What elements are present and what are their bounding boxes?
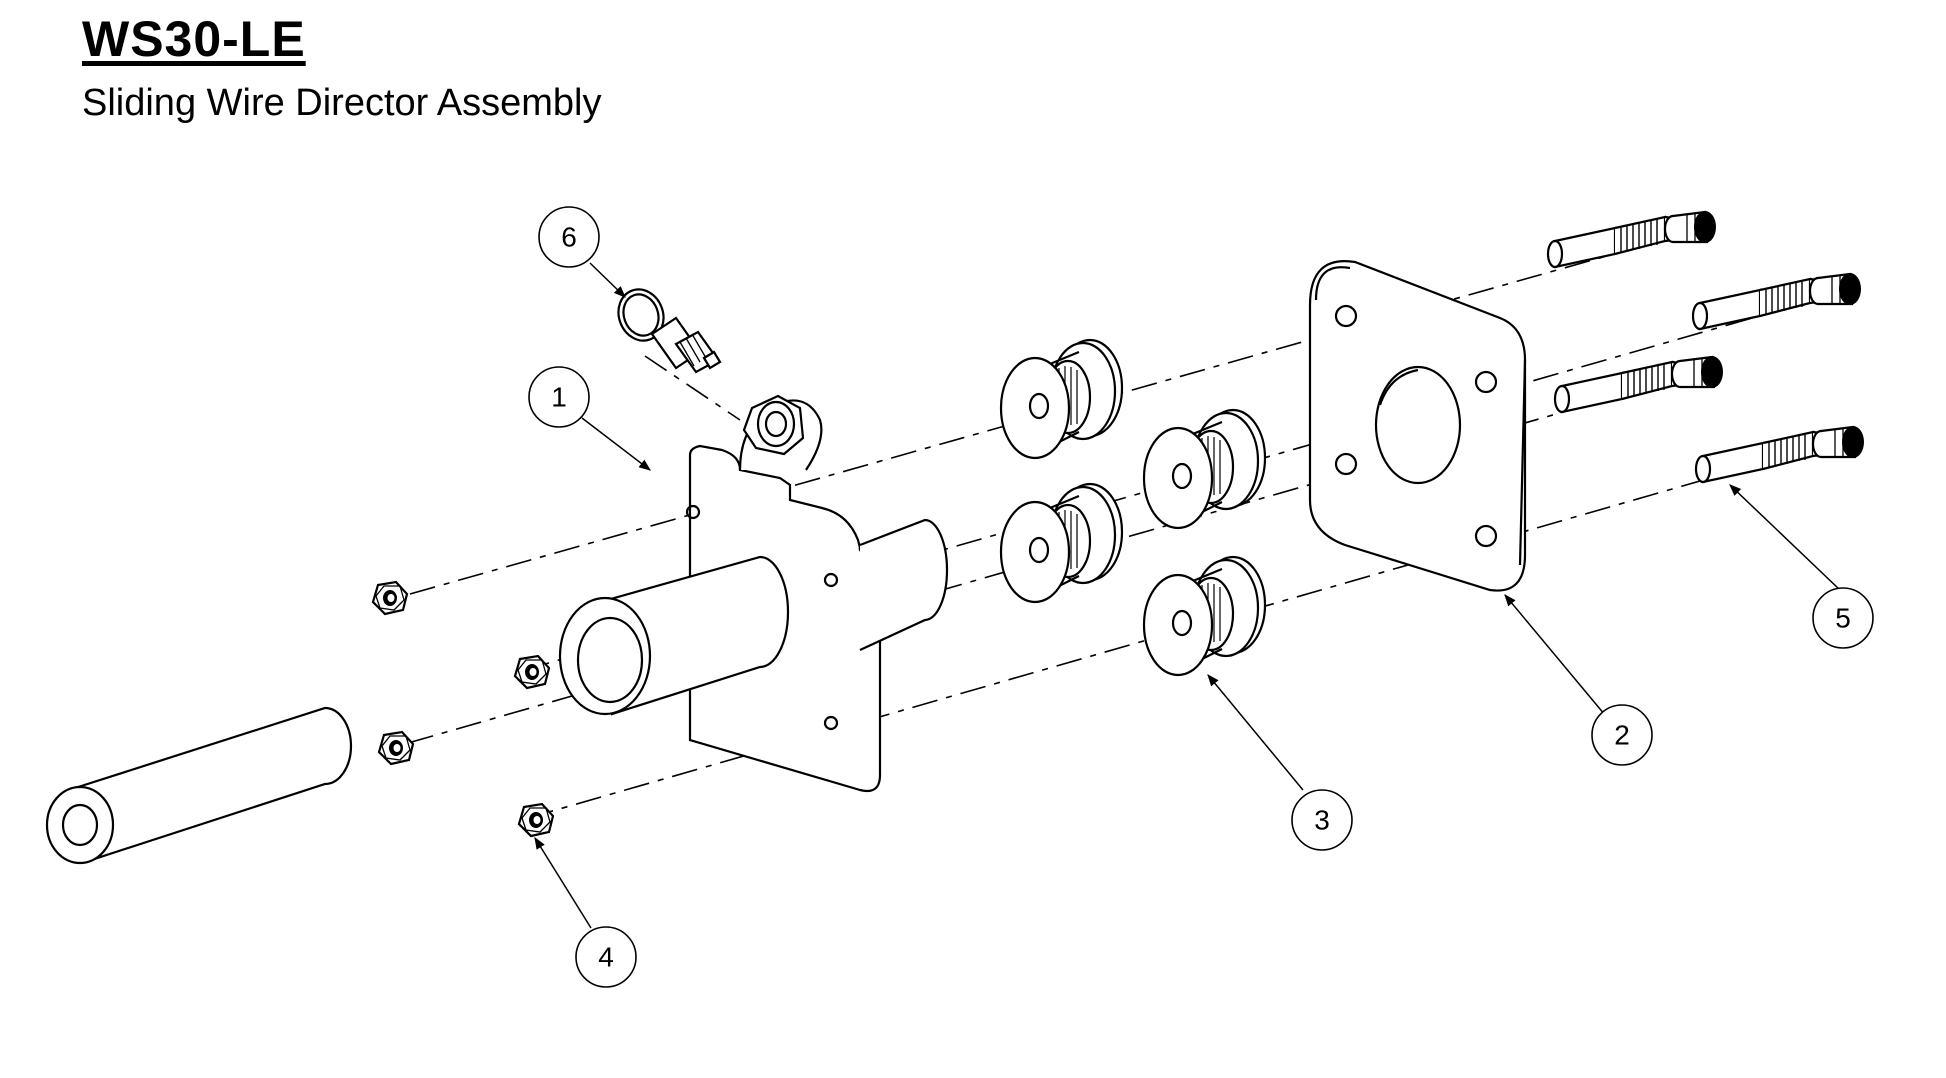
callout-6: 6 (538, 206, 600, 268)
bracket (558, 394, 949, 793)
callout-6-label: 6 (561, 222, 577, 253)
shoulder-bolt-1 (1546, 209, 1718, 269)
spacer-tube (45, 706, 353, 865)
drawing-title: WS30-LE (82, 11, 306, 67)
callout-3: 3 (1291, 789, 1353, 851)
hex-nut-4 (517, 802, 555, 838)
shoulder-bolt-3 (1553, 354, 1725, 414)
callout-3-label: 3 (1314, 805, 1330, 836)
hex-nut-3 (377, 730, 415, 766)
guide-roller-3 (1142, 408, 1267, 530)
ring-pull-plunger (617, 288, 722, 374)
callout-5-label: 5 (1835, 603, 1851, 634)
callout-4: 4 (575, 926, 637, 988)
guide-roller-1 (999, 338, 1124, 460)
drawing-subtitle: Sliding Wire Director Assembly (82, 82, 602, 124)
callout-1: 1 (528, 366, 590, 428)
guide-roller-4 (1142, 555, 1267, 677)
hex-nut-2 (513, 654, 551, 690)
hex-nut-1 (371, 580, 409, 616)
guide-roller-2 (999, 482, 1124, 604)
callout-4-label: 4 (598, 942, 614, 973)
shoulder-bolt-4 (1694, 424, 1866, 484)
callout-2-label: 2 (1614, 720, 1630, 751)
shoulder-bolt-2 (1691, 271, 1863, 331)
callout-1-label: 1 (551, 382, 567, 413)
callout-2: 2 (1591, 704, 1653, 766)
back-plate (1308, 260, 1527, 592)
leader-lines (534, 262, 1841, 929)
callout-5: 5 (1812, 587, 1874, 649)
